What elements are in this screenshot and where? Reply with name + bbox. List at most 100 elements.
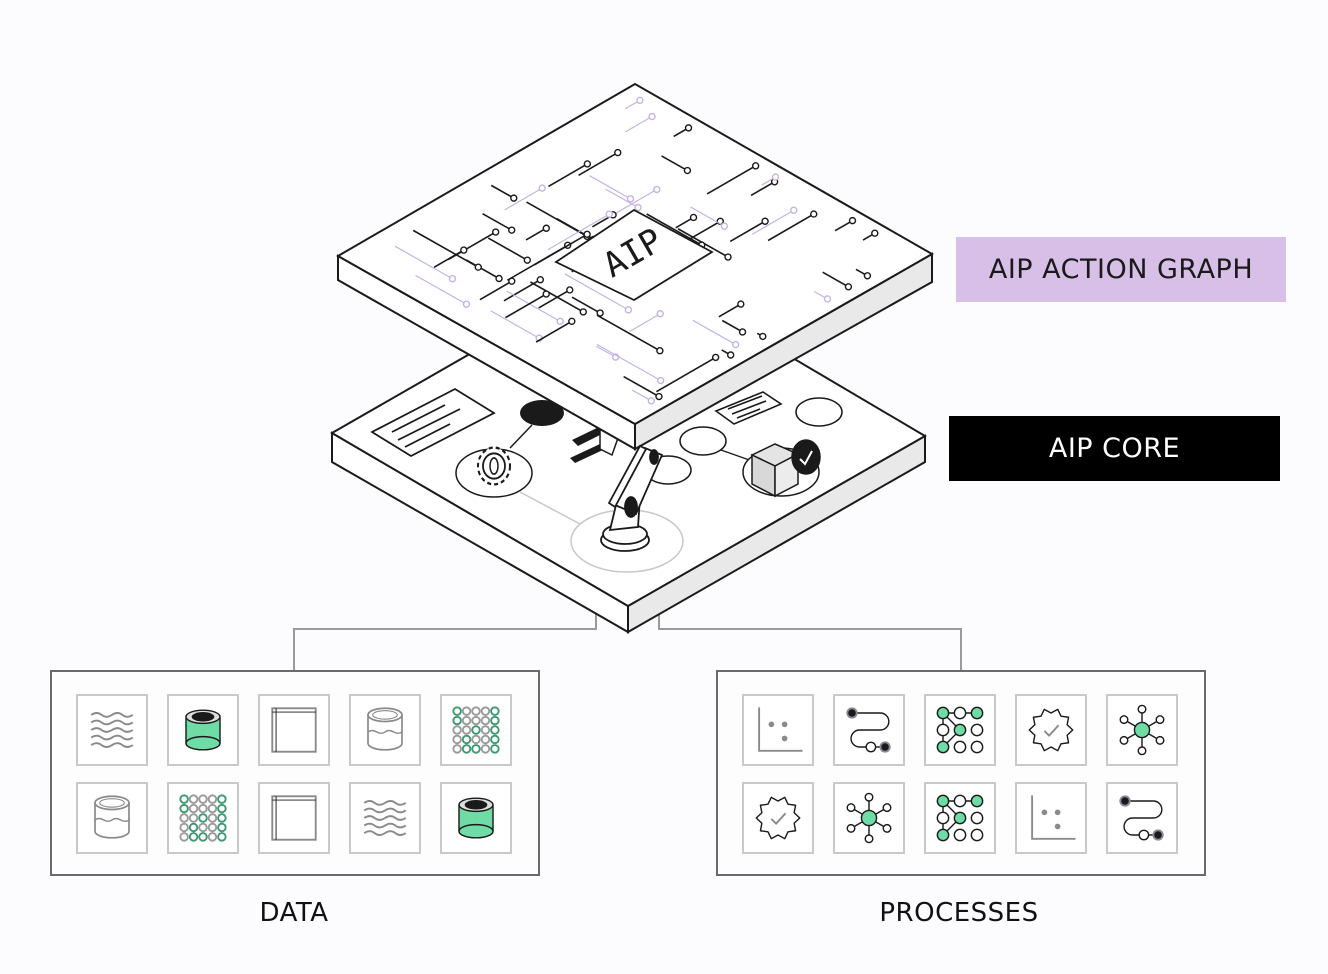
process-tile[interactable] — [1106, 782, 1178, 854]
data-tile[interactable] — [440, 694, 512, 766]
circuit-trace — [721, 319, 743, 333]
circuit-pad — [790, 206, 798, 214]
circuit-trace — [750, 181, 775, 197]
circuit-trace — [571, 296, 601, 314]
data-tile[interactable] — [349, 694, 421, 766]
circuit-trace — [534, 233, 588, 266]
data-tile[interactable] — [76, 782, 148, 854]
circuit-trace — [487, 237, 528, 261]
circuit-pad — [583, 230, 591, 238]
process-tile[interactable] — [742, 782, 814, 854]
connector-to-data — [293, 612, 597, 670]
processes-panel — [716, 670, 1206, 876]
aip-chip: AIP — [554, 208, 714, 302]
circuit-pad — [653, 185, 661, 194]
aip-core-label-text: AIP CORE — [1048, 433, 1181, 464]
circuit-trace — [661, 155, 688, 172]
document-card — [370, 387, 496, 458]
circuit-pad — [624, 306, 633, 314]
process-tile[interactable] — [1015, 694, 1087, 766]
database-full-icon — [458, 797, 494, 839]
data-tile[interactable] — [258, 782, 330, 854]
circuit-pad — [761, 217, 769, 225]
process-tile[interactable] — [1106, 694, 1178, 766]
empty-node-mid — [679, 426, 727, 456]
circuit-pad — [460, 246, 468, 254]
circuit-pad — [495, 274, 503, 283]
process-tile[interactable] — [924, 782, 996, 854]
process-tile[interactable] — [742, 694, 814, 766]
circuit-pad — [759, 332, 767, 341]
connector-to-processes — [658, 612, 962, 670]
circuit-pad — [823, 295, 832, 303]
circuit-pad — [656, 376, 665, 385]
circuit-pad — [848, 216, 857, 225]
package-check-icon — [750, 439, 821, 498]
circuit-pad — [583, 160, 592, 168]
dot-matrix-icon — [452, 706, 500, 754]
connector-lines — [293, 612, 962, 670]
circuit-pad — [538, 184, 546, 192]
circuit-trace — [482, 212, 513, 231]
process-tile[interactable] — [1015, 782, 1087, 854]
circuit-pad — [510, 194, 518, 202]
circuit-trace — [535, 320, 573, 343]
circuit-pad — [536, 276, 545, 284]
circuit-trace — [490, 310, 540, 339]
circuit-pad — [844, 283, 853, 291]
empty-node-top-right — [795, 397, 843, 427]
circuit-pad — [508, 226, 516, 234]
circuit-trace — [564, 273, 629, 311]
circuit-pad — [647, 397, 656, 405]
aip-action-graph-platform[interactable]: AIP — [335, 82, 935, 451]
data-tile[interactable] — [167, 782, 239, 854]
table-icon — [271, 795, 317, 841]
aip-action-graph-label-text: AIP ACTION GRAPH — [988, 254, 1254, 285]
circuit-pad — [720, 222, 729, 230]
circuit-pad — [656, 347, 664, 355]
circuit-pad — [448, 275, 457, 283]
circuit-pad — [614, 148, 622, 157]
process-tile[interactable] — [833, 782, 905, 854]
circuit-pad — [655, 392, 663, 401]
link-black-gear — [509, 424, 533, 449]
circuit-trace — [605, 188, 639, 209]
circuit-pad — [751, 162, 760, 170]
circuit-pad — [732, 340, 740, 349]
circuit-pad — [810, 210, 818, 218]
circuit-trace — [525, 227, 547, 241]
database-empty-icon — [367, 707, 403, 751]
robot-arm-icon — [600, 444, 664, 552]
database-empty-icon — [94, 795, 130, 839]
table-icon — [271, 707, 317, 753]
data-tile[interactable] — [349, 782, 421, 854]
process-tile[interactable] — [924, 694, 996, 766]
scatter-plot-icon — [1031, 795, 1076, 840]
circuit-trace — [412, 229, 479, 268]
circuit-trace — [490, 184, 515, 199]
aip-core-label: AIP CORE — [949, 416, 1280, 481]
circuit-trace — [729, 220, 766, 243]
process-tile[interactable] — [833, 694, 905, 766]
circuit-pad — [605, 210, 614, 218]
data-tile[interactable] — [440, 782, 512, 854]
gear-icon — [477, 446, 511, 486]
data-tile[interactable] — [76, 694, 148, 766]
circuit-trace — [506, 290, 561, 322]
circuit-pad — [474, 263, 482, 271]
circuit-pad — [684, 124, 693, 132]
circuit-pad — [738, 328, 747, 336]
circuit-trace — [547, 213, 610, 251]
circuit-trace — [751, 209, 795, 235]
circuit-pad — [863, 272, 872, 280]
pipeline-icon — [846, 707, 891, 753]
circuit-pad — [656, 310, 664, 318]
circuit-pad — [737, 300, 745, 308]
circuit-trace — [415, 274, 467, 305]
circuit-trace — [578, 151, 619, 176]
data-tile[interactable] — [258, 694, 330, 766]
data-tile[interactable] — [167, 694, 239, 766]
circuit-pad — [771, 173, 780, 181]
circuit-pad — [724, 253, 732, 261]
black-node — [520, 400, 564, 426]
